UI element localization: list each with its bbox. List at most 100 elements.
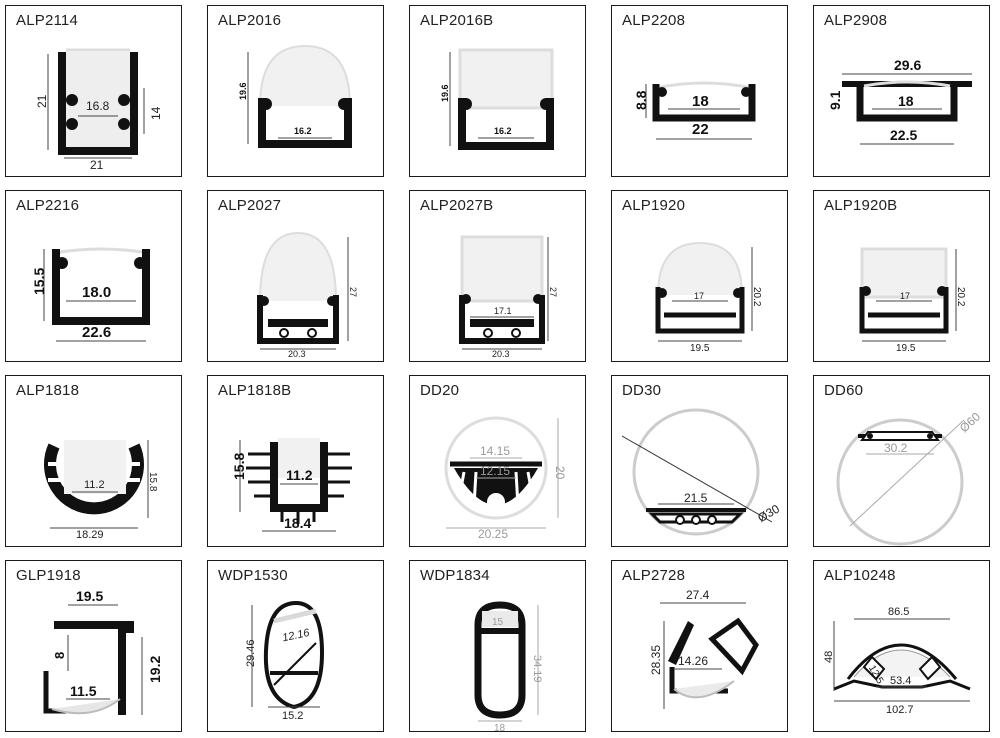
- dim-label: 48: [823, 651, 835, 663]
- dim-label: 19.5: [76, 588, 103, 604]
- dim-label: 29.46: [245, 639, 257, 667]
- dim-label: 18.0: [82, 284, 111, 301]
- profile-card-alp2016b: ALP2016B 19.6 16.2: [409, 5, 586, 177]
- dim-label: 86.5: [888, 606, 909, 618]
- profile-drawing: 27.4 28.35 14.26: [649, 588, 759, 709]
- dim-label: 22: [692, 121, 709, 138]
- dim-label: 22.6: [82, 324, 111, 341]
- dim-label: 20.2: [955, 287, 966, 307]
- profile-drawing: 15 34.19 18: [474, 601, 543, 732]
- dim-label: 18: [898, 93, 914, 109]
- dim-label: 21: [90, 158, 104, 172]
- profile-name: ALP2016B: [420, 12, 494, 29]
- profile-card-alp2027: ALP2027 27 20.3: [207, 190, 384, 362]
- profile-card-alp2208: ALP2208 8.8 18 22: [611, 5, 788, 177]
- profile-name: WDP1834: [420, 567, 490, 584]
- dim-label: 28.35: [649, 645, 663, 675]
- dim-label: 12.15: [480, 464, 510, 478]
- profile-name: ALP1920B: [824, 197, 898, 214]
- dim-label: 11.5: [70, 683, 97, 699]
- dim-label: 16.2: [294, 126, 312, 136]
- profile-card-alp1818: ALP1818 11.2 15.8 18.29: [5, 375, 182, 547]
- profile-drawing: 8.8 18 22: [633, 81, 756, 140]
- dim-label: 18: [692, 93, 709, 110]
- profile-card-alp2216: ALP2216 15.5 18.0 22.6: [5, 190, 182, 362]
- profile-card-dd20: DD20 14.15 12.15 20 20.25: [409, 375, 586, 547]
- profile-name: ALP2016: [218, 12, 282, 29]
- dim-label: 14.15: [480, 444, 510, 458]
- profile-name: ALP2027: [218, 197, 282, 214]
- profile-name: ALP2216: [16, 197, 80, 214]
- dim-label: 27: [348, 287, 358, 297]
- dim-label: 17: [900, 291, 910, 301]
- dim-label: 18.29: [76, 529, 104, 541]
- dim-label: 30.2: [884, 441, 908, 455]
- profile-drawing: 86.5 48 12.5 53.4 102.7: [823, 606, 971, 716]
- profile-drawing: 15.5 18.0 22.6: [31, 247, 150, 342]
- profile-name: ALP2208: [622, 12, 686, 29]
- profile-name: ALP2027B: [420, 197, 494, 214]
- profile-drawing: 11.2 15.8 18.29: [44, 440, 158, 541]
- profile-card-dd30: DD30 21.5 Ø30: [611, 375, 788, 547]
- dim-label: 18: [494, 723, 506, 732]
- profile-card-alp2114: ALP2114 21 16.8 14 21: [5, 5, 182, 177]
- dim-label: 19.2: [147, 656, 163, 683]
- profile-drawing: 27 17.1 20.3: [459, 235, 558, 359]
- dim-label: 19.6: [440, 84, 450, 102]
- dim-label: 15.2: [282, 710, 303, 722]
- profile-drawing: 19.6 16.2: [440, 48, 554, 150]
- profile-drawing: 17 20.2 19.5: [655, 241, 762, 354]
- profile-drawing: 21 16.8 14 21: [35, 48, 163, 172]
- profile-name: ALP1818B: [218, 382, 292, 399]
- profile-name: ALP10248: [824, 567, 896, 584]
- dim-label: 12.16: [281, 627, 311, 645]
- dim-label: 11.2: [84, 479, 105, 491]
- dim-label: 27.4: [686, 588, 710, 602]
- profile-drawing: 17 20.2 19.5: [859, 247, 966, 354]
- dim-label: 16.8: [86, 99, 110, 113]
- dim-label: 22.5: [890, 127, 917, 143]
- profile-name: ALP1920: [622, 197, 686, 214]
- dim-label: 14: [149, 106, 163, 120]
- profile-drawing: 19.5 8 19.2 11.5: [43, 588, 163, 715]
- profile-name: DD20: [420, 382, 460, 399]
- dim-label: 21.5: [684, 491, 708, 505]
- dim-label: 19.5: [690, 343, 710, 354]
- profile-name: DD60: [824, 382, 864, 399]
- profile-card-alp2027b: ALP2027B 27 17.1 20.3: [409, 190, 586, 362]
- profile-card-alp1920b: ALP1920B 17 20.2 19.5: [813, 190, 990, 362]
- profile-card-alp1818b: ALP1818B 15.8 11.2 18.4: [207, 375, 384, 547]
- profile-card-dd60: DD60 30.2 Ø60: [813, 375, 990, 547]
- dim-label: 16.2: [494, 126, 512, 136]
- dim-label: 53.4: [890, 675, 911, 687]
- profile-drawing: 15.8 11.2 18.4: [231, 438, 352, 532]
- dim-label: 20.2: [751, 287, 762, 307]
- dim-label: 15.8: [147, 472, 158, 492]
- profile-drawing: 19.6 16.2: [238, 44, 352, 148]
- profile-drawing: 21.5 Ø30: [621, 408, 782, 536]
- dim-label: 19.6: [238, 82, 248, 100]
- dim-label: 102.7: [886, 704, 914, 716]
- dim-label: 20.25: [478, 527, 508, 541]
- profile-name: WDP1530: [218, 567, 288, 584]
- dim-label: 15: [492, 617, 504, 628]
- profile-drawing: 27 20.3: [257, 231, 358, 359]
- dim-label: 20.3: [492, 349, 510, 359]
- profile-name: ALP2114: [16, 12, 79, 29]
- profile-name: ALP2908: [824, 12, 888, 29]
- dim-label: 18.4: [284, 515, 311, 531]
- profile-drawing: 30.2 Ø60: [836, 409, 983, 546]
- profile-card-alp10248: ALP10248 86.5 48 12.5 53.4 102.7: [813, 560, 990, 732]
- dim-label: Ø60: [957, 409, 983, 435]
- profile-card-alp2728: ALP2728 27.4 28.35 14.26: [611, 560, 788, 732]
- profile-name: ALP1818: [16, 382, 80, 399]
- dim-label: 29.6: [894, 57, 921, 73]
- dim-label: 8: [52, 652, 67, 659]
- dim-label: 11.2: [286, 467, 313, 483]
- profile-name: ALP2728: [622, 567, 686, 584]
- dim-label: 34.19: [531, 655, 543, 683]
- profile-drawing: 14.15 12.15 20 20.25: [444, 416, 567, 541]
- profile-card-wdp1834: WDP1834 15 34.19 18: [409, 560, 586, 732]
- profile-name: DD30: [622, 382, 662, 399]
- profile-card-glp1918: GLP1918 19.5 8 19.2 11.5: [5, 560, 182, 732]
